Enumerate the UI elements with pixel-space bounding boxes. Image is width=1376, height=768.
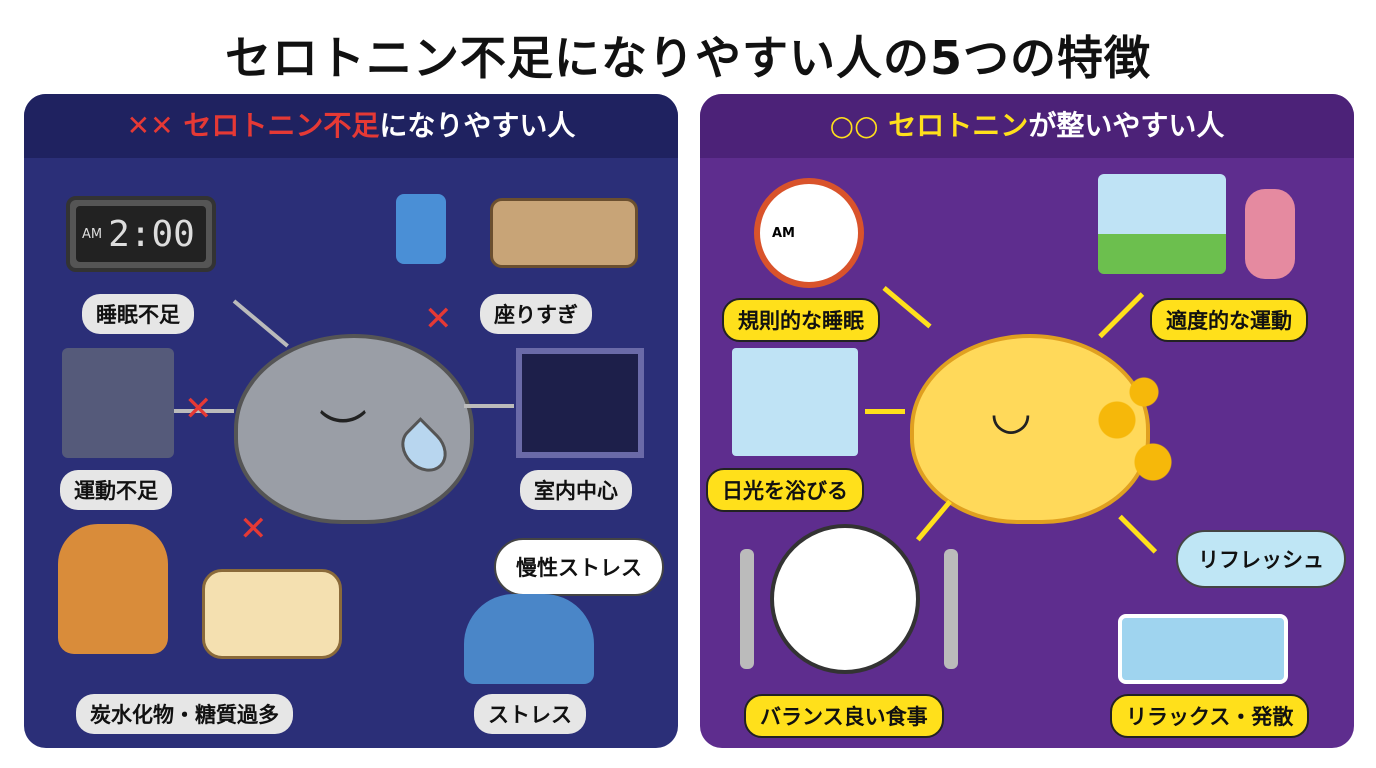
cross-marks-icon: ✕✕ xyxy=(126,109,174,142)
left-header: ✕✕ セロトニン不足になりやすい人 xyxy=(24,94,678,158)
night-window-icon xyxy=(516,348,644,458)
stretching-person-icon xyxy=(1245,189,1295,279)
page-title: セロトニン不足になりやすい人の5つの特徴 xyxy=(224,31,1151,85)
sad-face-icon: ︶ xyxy=(319,406,368,462)
clock-time: 2:00 xyxy=(108,213,195,255)
closed-door-icon xyxy=(62,348,174,458)
junk-food-icon xyxy=(58,524,168,654)
sad-brain-icon xyxy=(234,334,474,524)
label-relax-release: リラックス・発散 xyxy=(1110,694,1310,738)
header-highlight: セロトニン xyxy=(888,109,1029,142)
connector xyxy=(174,409,234,413)
arrow xyxy=(1098,292,1145,339)
left-panel-deficient: ✕✕ セロトニン不足になりやすい人 ︶ ✕ ✕ ✕ AM 2:00 睡眠不足 座… xyxy=(24,94,678,748)
label-lack-of-exercise: 運動不足 xyxy=(60,470,172,510)
thought-bubble: リフレッシュ xyxy=(1176,530,1346,588)
sofa-icon xyxy=(490,198,638,268)
clock-ampm: AM xyxy=(82,226,103,242)
office-chair-icon xyxy=(396,194,446,264)
clock-ampm: AM xyxy=(772,225,795,241)
label-get-sunlight: 日光を浴びる xyxy=(706,468,864,512)
label-sitting-too-much: 座りすぎ xyxy=(480,294,592,334)
label-sleep-deprivation: 睡眠不足 xyxy=(82,294,194,334)
fork-icon xyxy=(740,549,754,669)
analog-clock-icon: AM xyxy=(754,178,864,288)
label-mostly-indoors: 室内中心 xyxy=(520,470,632,510)
arrow xyxy=(915,499,952,542)
digital-clock-icon: AM 2:00 xyxy=(66,196,216,272)
serotonin-drops-icon xyxy=(1090,364,1180,504)
right-header: ○○ セロトニンが整いやすい人 xyxy=(700,94,1354,158)
right-panel-balanced: ○○ セロトニンが整いやすい人 ◡ AM 規則的な睡眠 適度的な運動 日光を浴び… xyxy=(700,94,1354,748)
label-regular-sleep: 規則的な睡眠 xyxy=(722,298,880,342)
bathtub-person-icon xyxy=(1118,614,1288,684)
smile-face-icon: ◡ xyxy=(990,384,1032,440)
stressed-person-icon xyxy=(464,594,594,684)
balanced-meal-plate-icon xyxy=(770,524,920,674)
arrow xyxy=(882,286,932,329)
arrow xyxy=(1118,514,1158,554)
label-stress: ストレス xyxy=(474,694,586,734)
cross-icon: ✕ xyxy=(424,299,453,339)
header-text: になりやすい人 xyxy=(379,109,576,142)
bread-on-plate-icon xyxy=(202,569,342,659)
label-excess-carbs-sugar: 炭水化物・糖質過多 xyxy=(76,694,293,734)
thought-bubble: 慢性ストレス xyxy=(494,538,664,596)
knife-icon xyxy=(944,549,958,669)
cross-icon: ✕ xyxy=(184,389,213,429)
jogging-scene-icon xyxy=(1098,174,1226,274)
header-text: が整いやすい人 xyxy=(1028,109,1225,142)
sun-and-trees-icon xyxy=(732,348,858,456)
cross-icon: ✕ xyxy=(239,509,268,549)
label-moderate-exercise: 適度的な運動 xyxy=(1150,298,1308,342)
header-highlight: セロトニン不足 xyxy=(183,109,380,142)
connector xyxy=(232,299,289,348)
connector xyxy=(464,404,514,408)
arrow xyxy=(865,409,905,414)
circle-marks-icon: ○○ xyxy=(829,109,879,142)
label-balanced-diet: バランス良い食事 xyxy=(744,694,944,738)
